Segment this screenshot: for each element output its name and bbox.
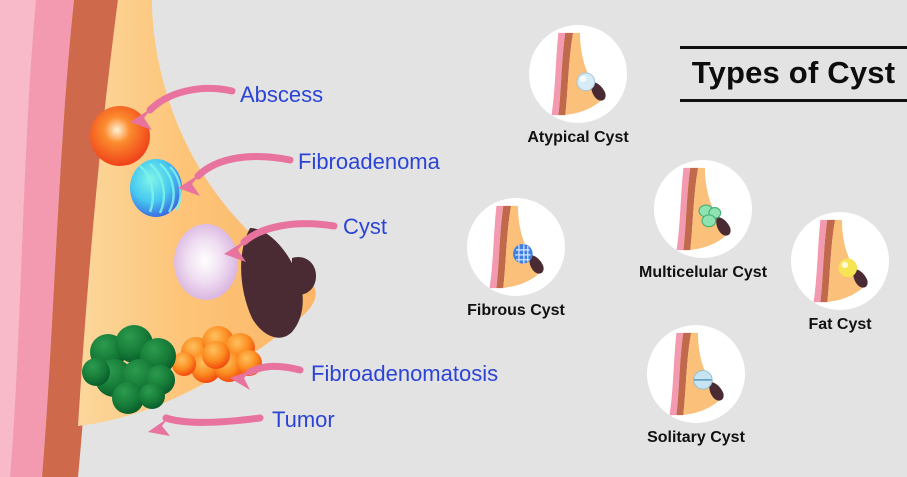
cyst-circle-fibrous (467, 198, 565, 296)
cyst-circle-fat (791, 212, 889, 310)
callout-label-tumor: Tumor (272, 407, 335, 432)
lesion-cyst (174, 224, 238, 300)
lesion-fibroadenomatosis (172, 326, 262, 383)
cyst-caption-multicelular: Multicelular Cyst (638, 264, 768, 281)
cyst-circle-multicelular (654, 160, 752, 258)
cyst-caption-fibrous: Fibrous Cyst (467, 302, 565, 319)
cyst-caption-solitary: Solitary Cyst (647, 429, 745, 446)
cyst-circle-solitary (647, 325, 745, 423)
cyst-caption-fat: Fat Cyst (808, 316, 872, 333)
cyst-card-fat: Fat Cyst (783, 212, 897, 334)
lesion-fibroadenoma (130, 159, 182, 217)
nipple (241, 228, 316, 338)
chest-wall (0, 0, 118, 477)
cyst-card-multicelular: Multicelular Cyst (618, 160, 788, 282)
cyst-card-fibrous: Fibrous Cyst (456, 198, 576, 320)
page-title-text: Types of Cyst (691, 55, 896, 90)
cyst-card-solitary: Solitary Cyst (633, 325, 759, 447)
lesion-tumor (82, 325, 176, 414)
cyst-circle-atypical (529, 25, 627, 123)
cyst-caption-atypical: Atypical Cyst (527, 129, 629, 146)
callout-label-abscess: Abscess (240, 82, 324, 107)
callout-label-cyst: Cyst (343, 214, 387, 239)
page-title: Types of Cyst (680, 46, 907, 102)
cyst-card-atypical: Atypical Cyst (518, 25, 638, 147)
callout-label-fibroadenoma: Fibroadenoma (298, 149, 440, 174)
callout-label-fibroadenomatosis: Fibroadenomatosis (311, 361, 499, 386)
